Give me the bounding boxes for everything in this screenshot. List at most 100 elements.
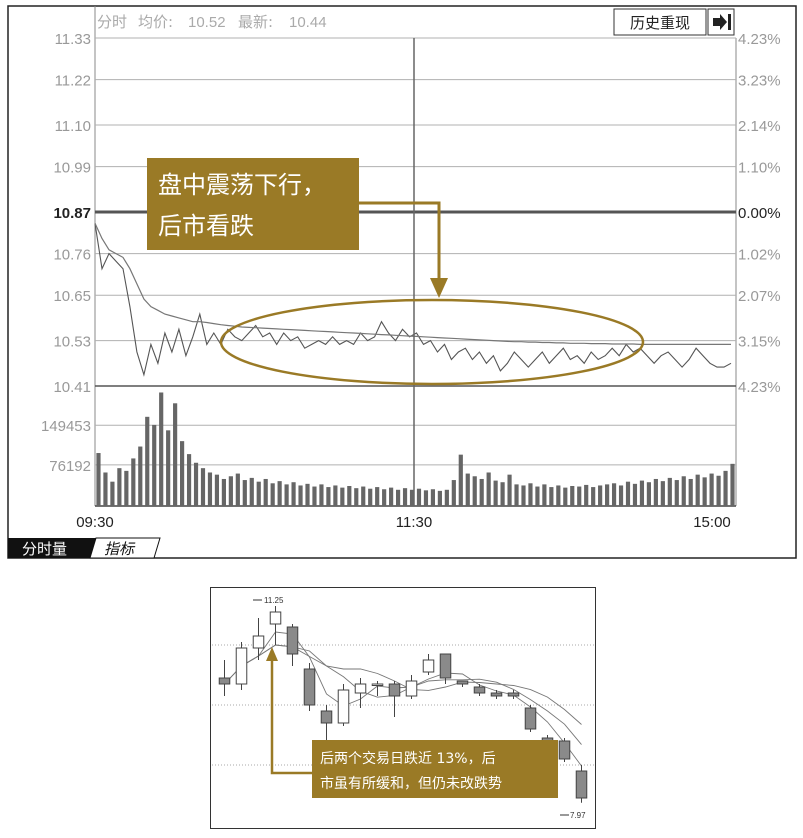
price-ticks-left: 11.3311.2211.1010.9910.8710.7610.6510.53… <box>53 31 91 396</box>
price-tick-label: 10.65 <box>53 288 91 305</box>
volume-bar <box>660 481 665 506</box>
volume-bar <box>563 487 568 506</box>
volume-bar <box>702 477 707 506</box>
volume-bar <box>695 474 700 506</box>
volume-bar <box>180 441 185 506</box>
volume-bar <box>437 490 442 506</box>
moving-average-line <box>224 644 582 725</box>
volume-bar <box>535 486 540 506</box>
kline-high-marker: 11.25 <box>253 596 284 605</box>
consolidation-ellipse <box>219 298 645 386</box>
volume-bar <box>124 470 129 506</box>
annotation-line-1: 盘中震荡下行， <box>158 171 326 199</box>
tab-fenshiliang-label: 分时量 <box>22 540 67 558</box>
volume-bar <box>716 475 721 506</box>
price-lines <box>94 223 732 377</box>
annotation-line-2: 后市看跌 <box>158 212 254 240</box>
volume-bar <box>305 483 310 506</box>
kline-low-marker: 7.97 <box>560 811 586 820</box>
price-tick-label: 10.87 <box>53 205 91 222</box>
kline-annotation-arrow <box>266 647 312 775</box>
volume-bar <box>263 478 268 506</box>
volume-tick-label: 76192 <box>49 458 91 475</box>
header-latest-label: 最新: <box>238 13 273 31</box>
percent-tick-label: 3.15% <box>738 334 781 351</box>
kline-annotation-box <box>312 740 558 798</box>
volume-bar <box>528 483 533 506</box>
price-tick-label: 10.99 <box>53 160 91 177</box>
price-tick-label: 11.10 <box>55 118 91 135</box>
volume-bar <box>333 485 338 506</box>
candle-up <box>354 683 367 694</box>
volume-bar <box>591 487 596 506</box>
kline-annotation-line-1: 后两个交易日跌近 13%，后 <box>320 750 496 767</box>
price-tick-label: 11.33 <box>55 31 91 48</box>
history-replay-button[interactable]: 历史重现 <box>613 8 707 36</box>
volume-bar <box>193 462 199 506</box>
candle-up <box>235 647 248 685</box>
volume-bar <box>375 487 380 506</box>
volume-bar <box>681 476 686 506</box>
header-avg-label: 均价: <box>138 13 173 31</box>
volume-bar <box>577 486 582 506</box>
volume-bar <box>347 486 352 506</box>
price-tick-label: 11.22 <box>55 73 91 90</box>
volume-bar <box>653 478 658 506</box>
volume-bar <box>298 485 303 506</box>
history-replay-label: 历史重现 <box>630 14 690 32</box>
moving-average-line <box>224 631 582 767</box>
volume-bar <box>326 487 331 506</box>
volume-bar <box>688 478 693 506</box>
candle-down <box>507 692 520 697</box>
volume-bar <box>166 430 171 506</box>
kline-low-label: 7.97 <box>570 811 586 820</box>
header-mode: 分时 <box>97 13 127 31</box>
volume-bar <box>423 490 429 506</box>
candle-up <box>252 635 265 649</box>
volume-bar <box>500 482 505 506</box>
volume-bar <box>242 480 247 506</box>
tab-zhibiao-label: 指标 <box>104 540 136 558</box>
kline-moving-averages <box>224 631 582 767</box>
volume-bar <box>625 481 631 506</box>
volume-bar <box>611 483 617 506</box>
arrow-right-bar-icon <box>713 14 731 30</box>
volume-bar <box>402 488 408 506</box>
volume-bar <box>451 480 456 506</box>
volume-bar <box>409 489 415 506</box>
volume-bar <box>646 482 651 506</box>
volume-bar <box>444 489 449 506</box>
tab-zhibiao[interactable]: 指标 <box>89 537 161 559</box>
price-ticks-right: 4.23%3.23%2.14%1.10%0.00%1.02%2.07%3.15%… <box>738 31 781 396</box>
price-line <box>94 223 732 377</box>
volume-bar <box>430 489 436 506</box>
volume-bar <box>96 453 101 506</box>
volume-bar <box>479 478 484 506</box>
tab-fenshiliang[interactable]: 分时量 <box>8 538 96 558</box>
header-latest-value: 10.44 <box>289 14 327 31</box>
volume-bar <box>458 454 463 506</box>
candlestick-chart: 11.25 7.97 后两个交易日跌近 13%，后 市虽有所缓和，但仍未改跌势 <box>210 587 596 829</box>
percent-tick-label: 2.07% <box>738 288 781 305</box>
volume-bar <box>549 487 554 506</box>
volume-bar <box>723 470 728 506</box>
volume-bar <box>493 480 498 506</box>
percent-tick-label: 1.10% <box>738 160 781 177</box>
annotation-box <box>147 158 359 250</box>
candle-up <box>337 689 350 724</box>
volume-bar <box>598 485 603 506</box>
percent-tick-label: 0.00% <box>738 205 781 222</box>
volume-bar <box>173 403 178 506</box>
price-tick-label: 10.76 <box>53 247 91 264</box>
volume-bar <box>200 468 206 506</box>
volume-bar <box>618 485 624 506</box>
volume-bar <box>730 463 735 506</box>
percent-tick-label: 2.14% <box>738 118 781 135</box>
volume-bar <box>486 472 491 506</box>
expand-button[interactable] <box>707 8 735 36</box>
volume-bar <box>277 481 282 506</box>
candle-down <box>456 680 469 685</box>
volume-bar <box>138 446 143 506</box>
